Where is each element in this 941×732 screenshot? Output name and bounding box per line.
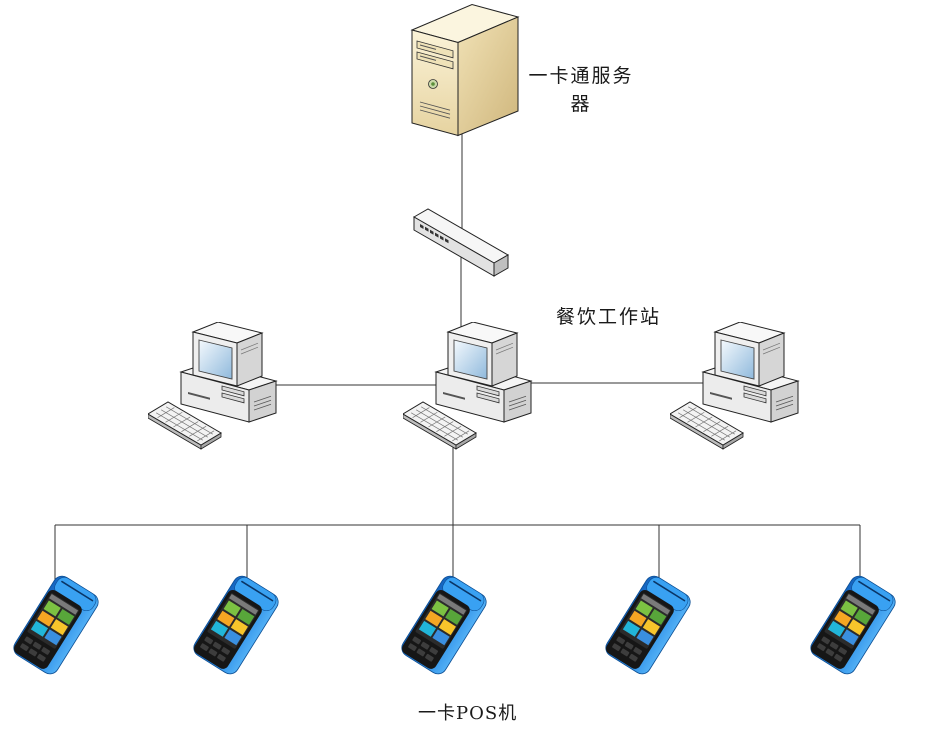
workstation-right-computer-icon [670, 322, 799, 450]
workstation-label: 餐饮工作站 [556, 306, 662, 328]
pos-terminal-2-icon [189, 572, 283, 678]
pos-terminal-1-icon [9, 572, 103, 678]
pos-terminal-5-icon [806, 572, 900, 678]
server-icon [410, 3, 520, 137]
network-switch-icon [412, 208, 510, 277]
pos-terminal-label: 一卡POS机 [418, 703, 518, 724]
workstation-left-computer-icon [148, 322, 277, 450]
server-label: 一卡通服务器 [528, 65, 634, 115]
connection-lines [54, 134, 861, 582]
pos-terminal-4-icon [601, 572, 695, 678]
pos-terminal-3-icon [397, 572, 491, 678]
